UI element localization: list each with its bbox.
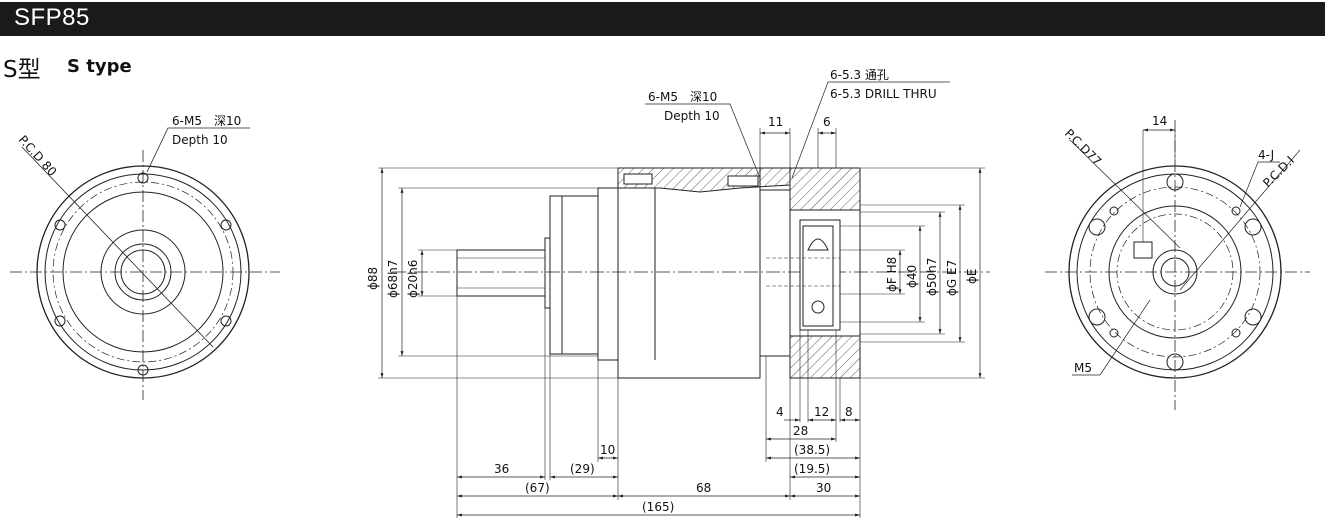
right-outer-circle xyxy=(1068,165,1282,379)
right-rear-view xyxy=(1045,120,1310,410)
dim-20-label: ϕ20h6 xyxy=(406,260,420,298)
dim-14-label: 14 xyxy=(1152,114,1167,128)
left-tap-hole xyxy=(137,364,149,376)
left-flange-circle xyxy=(44,173,242,371)
dim-11-label: 11 xyxy=(768,115,783,129)
right-pilot-circle xyxy=(1108,205,1242,339)
coupling-clamp-screw xyxy=(807,238,829,251)
right-holes-leader xyxy=(1239,161,1280,208)
holes-label: 4-J xyxy=(1258,148,1274,162)
dim-12-label: 12 xyxy=(814,405,829,419)
dim-38-5-label: (38.5) xyxy=(794,443,830,457)
boss-step xyxy=(544,237,551,309)
dim-8-label: 8 xyxy=(845,405,853,419)
left-tap-label: 6-M5 深10 xyxy=(172,114,241,128)
right-bore-inner xyxy=(1160,257,1190,287)
left-shaft-circle xyxy=(120,249,166,295)
drill-label-jp: 6-5.3 通孔 xyxy=(830,68,889,82)
right-small-hole xyxy=(1109,328,1119,338)
left-tap-hole xyxy=(220,219,232,231)
right-bore-circle xyxy=(1152,249,1198,295)
left-pcd-circle xyxy=(52,181,234,363)
left-pcd-label: P.C.D 80 xyxy=(16,133,60,179)
left-tap-hole xyxy=(137,172,149,184)
right-small-hole xyxy=(1109,206,1119,216)
right-bolt-hole xyxy=(1244,218,1262,236)
right-small-hole xyxy=(1231,328,1241,338)
right-bolt-hole xyxy=(1166,353,1184,371)
drill-label-en: 6-5.3 DRILL THRU xyxy=(830,87,937,101)
output-flange-ring xyxy=(561,195,599,355)
left-tap-leader xyxy=(146,127,250,173)
tapped-hole-right xyxy=(727,175,759,187)
adapter-hatch-top xyxy=(789,167,861,211)
clamp-screw-block xyxy=(1133,241,1153,259)
side-tap-depth-label: Depth 10 xyxy=(664,109,720,123)
type-label-jp: S型 xyxy=(3,57,41,83)
right-pcdI-leader xyxy=(1179,149,1301,291)
right-small-hole xyxy=(1231,206,1241,216)
tapped-hole-left xyxy=(623,173,653,185)
left-tap-depth-label: Depth 10 xyxy=(172,133,228,147)
side-tap-leader xyxy=(645,103,761,179)
right-m5-leader xyxy=(1072,299,1151,376)
type-label-en: S type xyxy=(67,56,132,77)
page-title: SFP85 xyxy=(14,4,90,31)
pilot-step xyxy=(597,187,619,361)
motor-bore xyxy=(799,219,841,331)
right-pcd77-circle xyxy=(1089,186,1261,358)
m5-label: M5 xyxy=(1074,361,1092,375)
dim-30-label: 30 xyxy=(816,481,831,495)
right-pcdI-circle xyxy=(1116,213,1234,331)
right-bolt-hole xyxy=(1244,308,1262,326)
left-boss-circle xyxy=(100,229,186,315)
dim-G-label: ϕG E7 xyxy=(945,260,959,296)
title-bar: SFP85 xyxy=(0,2,1325,36)
dim-29-label: (29) xyxy=(570,462,595,476)
dim-10-label: 10 xyxy=(600,443,615,457)
left-tap-hole xyxy=(54,315,66,327)
output-flange xyxy=(549,195,563,355)
side-drill-leader xyxy=(791,81,950,179)
output-shaft xyxy=(456,249,546,297)
dim-19-5-label: (19.5) xyxy=(794,462,830,476)
left-shaft-circle-outer xyxy=(114,243,172,301)
left-pcd-leader xyxy=(21,146,214,348)
right-pcd77-leader xyxy=(1069,139,1181,249)
dim-36-label: 36 xyxy=(494,462,509,476)
left-tap-hole xyxy=(54,219,66,231)
gear-body xyxy=(617,167,761,379)
dim-40-label: ϕ40 xyxy=(905,265,919,288)
dim-F-label: ϕF H8 xyxy=(885,257,899,292)
right-bolt-hole xyxy=(1088,308,1106,326)
dim-165-label: (165) xyxy=(642,500,674,514)
right-bolt-hole xyxy=(1166,173,1184,191)
dim-6-label: 6 xyxy=(823,115,831,129)
side-section-view xyxy=(378,81,990,518)
dim-50-label: ϕ50h7 xyxy=(925,258,939,296)
left-body-circle xyxy=(62,191,224,353)
dim-68-length-label: 68 xyxy=(696,481,711,495)
dim-28-label: 28 xyxy=(793,424,808,438)
dim-67-label: (67) xyxy=(525,481,550,495)
pcd77-label: P.C.D77 xyxy=(1062,126,1104,168)
input-coupling xyxy=(802,225,834,327)
left-front-view xyxy=(10,127,280,400)
dim-E-label: ϕE xyxy=(965,269,979,285)
adapter-hatch-bottom xyxy=(789,335,861,379)
dim-88-label: ϕ88 xyxy=(366,267,380,290)
dim-4-label: 4 xyxy=(776,405,784,419)
adapter-inner xyxy=(759,189,791,357)
left-outer-circle xyxy=(36,165,250,379)
coupling-access-hole xyxy=(811,300,825,314)
dim-68-label: ϕ68h7 xyxy=(386,260,400,298)
right-bolt-hole xyxy=(1088,218,1106,236)
left-tap-hole xyxy=(220,315,232,327)
side-tap-label: 6-M5 深10 xyxy=(648,90,717,104)
